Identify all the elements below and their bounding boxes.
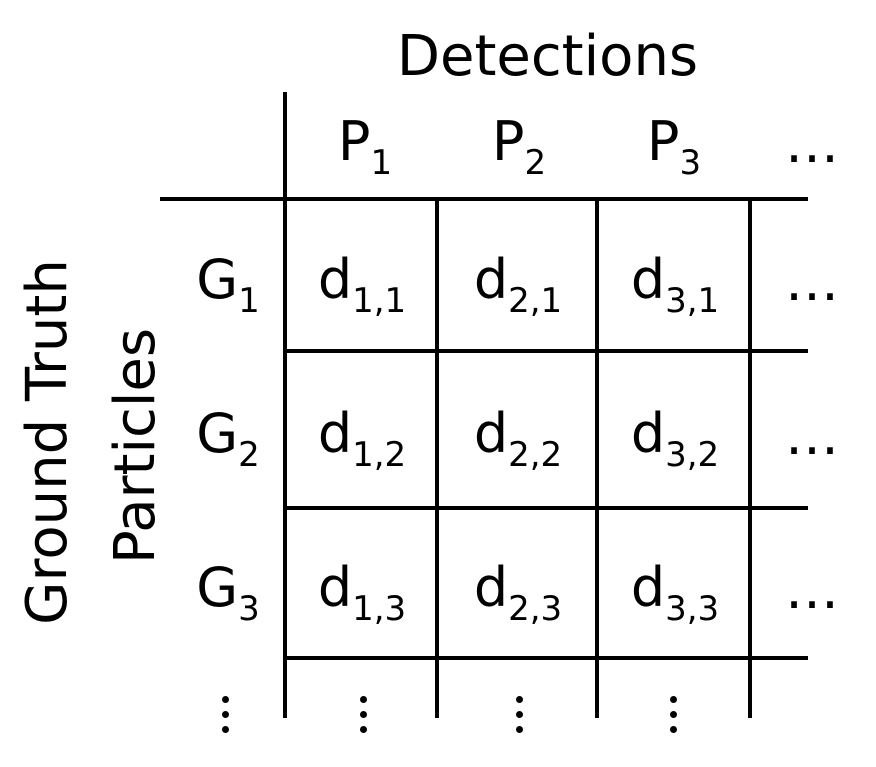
- grid-line-header-divider: [283, 92, 287, 718]
- cell-d-3-1: d3,1: [630, 248, 720, 321]
- cell-d-3-2: d3,2: [630, 402, 720, 475]
- column-header-p1: P1: [337, 110, 393, 183]
- col-3-vertical-ellipsis: [668, 696, 678, 741]
- grid-line-col-1: [435, 199, 439, 718]
- row-2-ellipsis: …: [785, 404, 839, 467]
- cell-d-2-2: d2,2: [473, 402, 563, 475]
- row-header-vertical-ellipsis: [220, 696, 230, 741]
- row-header-g1: G1: [196, 248, 260, 321]
- column-ellipsis: …: [785, 112, 839, 175]
- row-3-ellipsis: …: [785, 558, 839, 621]
- ground-truth-label: Ground Truth: [14, 259, 80, 625]
- cell-d-1-2: d1,2: [317, 402, 407, 475]
- cell-d-1-3: d1,3: [317, 556, 407, 629]
- grid-line-header-bottom: [160, 197, 808, 201]
- cell-d-3-3: d3,3: [630, 556, 720, 629]
- detections-title: Detections: [396, 24, 699, 89]
- row-header-g2: G2: [196, 402, 260, 475]
- col-2-vertical-ellipsis: [514, 696, 524, 741]
- cell-d-1-1: d1,1: [317, 248, 407, 321]
- grid-line-row-3: [285, 656, 808, 660]
- col-1-vertical-ellipsis: [358, 696, 368, 741]
- grid-line-row-1: [285, 349, 808, 353]
- cell-d-2-1: d2,1: [473, 248, 563, 321]
- column-header-p2: P2: [491, 110, 547, 183]
- particles-label: Particles: [103, 327, 169, 565]
- row-1-ellipsis: …: [785, 250, 839, 313]
- cell-d-2-3: d2,3: [473, 556, 563, 629]
- grid-line-row-2: [285, 506, 808, 510]
- row-header-g3: G3: [196, 556, 260, 629]
- grid-line-col-2: [595, 199, 599, 718]
- grid-line-col-3: [748, 199, 752, 718]
- column-header-p3: P3: [646, 110, 702, 183]
